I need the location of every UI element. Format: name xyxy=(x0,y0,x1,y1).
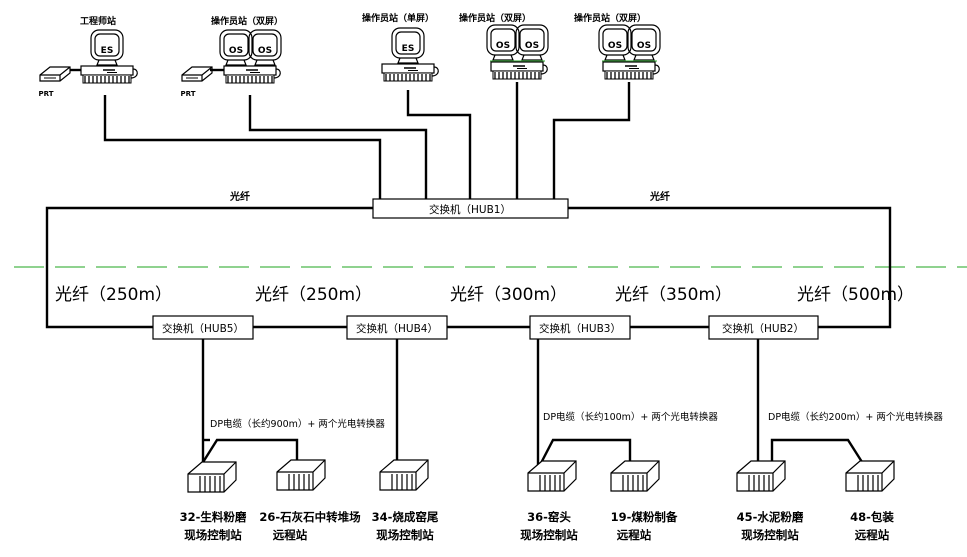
station-type: 现场控制站 xyxy=(184,528,242,542)
switch-label: 交换机（HUB3） xyxy=(539,322,621,335)
workstation-label: 操作员站（双屏） xyxy=(459,12,531,24)
link-dp-station26 xyxy=(198,438,299,468)
station-icon xyxy=(610,460,660,492)
segment-label: 光纤（500m） xyxy=(797,285,914,305)
station-type: 现场控制站 xyxy=(741,528,799,542)
station-icon xyxy=(187,461,237,493)
station-26[interactable]: 26-石灰石中转堆场 远程站 xyxy=(259,510,361,542)
fiber-ring-left xyxy=(45,206,373,329)
station-32[interactable]: 32-生料粉磨 现场控制站 xyxy=(180,510,247,542)
computer-icon xyxy=(602,61,661,80)
segment-label: 光纤（300m） xyxy=(450,285,567,305)
station-type: 远程站 xyxy=(617,528,652,542)
station-name: 19-煤粉制备 xyxy=(611,510,678,524)
computer-icon xyxy=(490,61,549,80)
station-name: 48-包装 xyxy=(850,510,894,524)
station-type: 现场控制站 xyxy=(520,528,578,542)
station-type: 现场控制站 xyxy=(376,528,434,542)
station-name: 45-水泥粉磨 xyxy=(737,510,804,524)
workstation-label: 工程师站 xyxy=(80,15,116,27)
fiber-ring-right xyxy=(568,206,892,329)
station-icon xyxy=(379,459,429,491)
link-ws-op4 xyxy=(552,82,631,200)
dp-link-label: DP电缆（长约200m）+ 两个光电转换器 xyxy=(768,411,943,423)
workstation-label: 操作员站（单屏） xyxy=(362,12,434,24)
screen-label: ES xyxy=(101,46,114,56)
station-34[interactable]: 34-烧成窑尾 现场控制站 xyxy=(372,510,439,542)
fiber-label-left: 光纤 xyxy=(229,190,250,203)
station-type: 远程站 xyxy=(273,528,308,542)
screen-label: OS xyxy=(229,46,243,56)
screen-label: OS xyxy=(608,41,622,51)
station-icon xyxy=(276,459,326,491)
fiber-label-right: 光纤 xyxy=(649,190,670,203)
workstation-label: 操作员站（双屏） xyxy=(211,15,283,27)
station-36[interactable]: 36-窑头 现场控制站 xyxy=(520,510,578,542)
station-19[interactable]: 19-煤粉制备 远程站 xyxy=(611,510,678,542)
segment-label: 光纤（250m） xyxy=(55,285,172,305)
station-icon xyxy=(736,460,786,492)
screen-label: OS xyxy=(496,41,510,51)
segment-label: 光纤（350m） xyxy=(615,285,732,305)
station-name: 26-石灰石中转堆场 xyxy=(259,510,361,524)
printer-label: PRT xyxy=(39,90,54,98)
screen-label: OS xyxy=(525,41,539,51)
switch-label: 交换机（HUB4） xyxy=(356,322,438,335)
screen-label: OS xyxy=(637,41,651,51)
switch-hub2[interactable]: 交换机（HUB2） xyxy=(708,315,819,340)
printer-icon xyxy=(39,66,71,82)
computer-icon xyxy=(80,65,139,84)
workstation-operator-4[interactable]: 操作员站（双屏） OS OS xyxy=(574,12,661,80)
printer-label: PRT xyxy=(181,90,196,98)
printer-icon xyxy=(181,66,213,82)
switch-hub5[interactable]: 交换机（HUB5） xyxy=(152,315,254,340)
workstation-operator-1[interactable]: 操作员站（双屏） OS OS PRT xyxy=(181,15,284,98)
screen-label: ES xyxy=(402,44,415,54)
link-ws-eng xyxy=(103,95,382,200)
computer-icon xyxy=(223,65,282,84)
station-icon xyxy=(527,460,577,492)
station-45[interactable]: 45-水泥粉磨 现场控制站 xyxy=(737,510,804,542)
switch-label: 交换机（HUB5） xyxy=(162,322,244,335)
computer-icon xyxy=(381,63,440,82)
hub1-label: 交换机（HUB1） xyxy=(429,203,511,216)
station-icon xyxy=(845,460,895,492)
station-type: 远程站 xyxy=(855,528,890,542)
link-ws-op2 xyxy=(406,90,472,200)
dp-link-label: DP电缆（长约100m）+ 两个光电转换器 xyxy=(543,411,718,423)
screen-label: OS xyxy=(258,46,272,56)
switch-hub3[interactable]: 交换机（HUB3） xyxy=(529,315,631,340)
station-name: 36-窑头 xyxy=(527,510,571,524)
link-ws-op1 xyxy=(248,95,428,200)
segment-label: 光纤（250m） xyxy=(255,285,372,305)
workstation-operator-2[interactable]: 操作员站（单屏） ES xyxy=(362,12,440,82)
switch-label: 交换机（HUB2） xyxy=(722,322,804,335)
link-dp-station48 xyxy=(770,438,864,463)
dp-link-label: DP电缆（长约900m）+ 两个光电转换器 xyxy=(210,418,385,430)
station-48[interactable]: 48-包装 远程站 xyxy=(850,510,894,542)
workstation-engineer[interactable]: 工程师站 ES PRT xyxy=(39,15,139,98)
switch-hub4[interactable]: 交换机（HUB4） xyxy=(346,315,448,340)
link-dp-station19 xyxy=(538,438,632,466)
station-name: 34-烧成窑尾 xyxy=(372,510,439,524)
workstation-label: 操作员站（双屏） xyxy=(574,12,646,24)
station-name: 32-生料粉磨 xyxy=(180,510,247,524)
core-switch-hub1[interactable]: 交换机（HUB1） xyxy=(372,198,569,219)
workstation-operator-3[interactable]: 操作员站（双屏） OS OS xyxy=(459,12,549,80)
